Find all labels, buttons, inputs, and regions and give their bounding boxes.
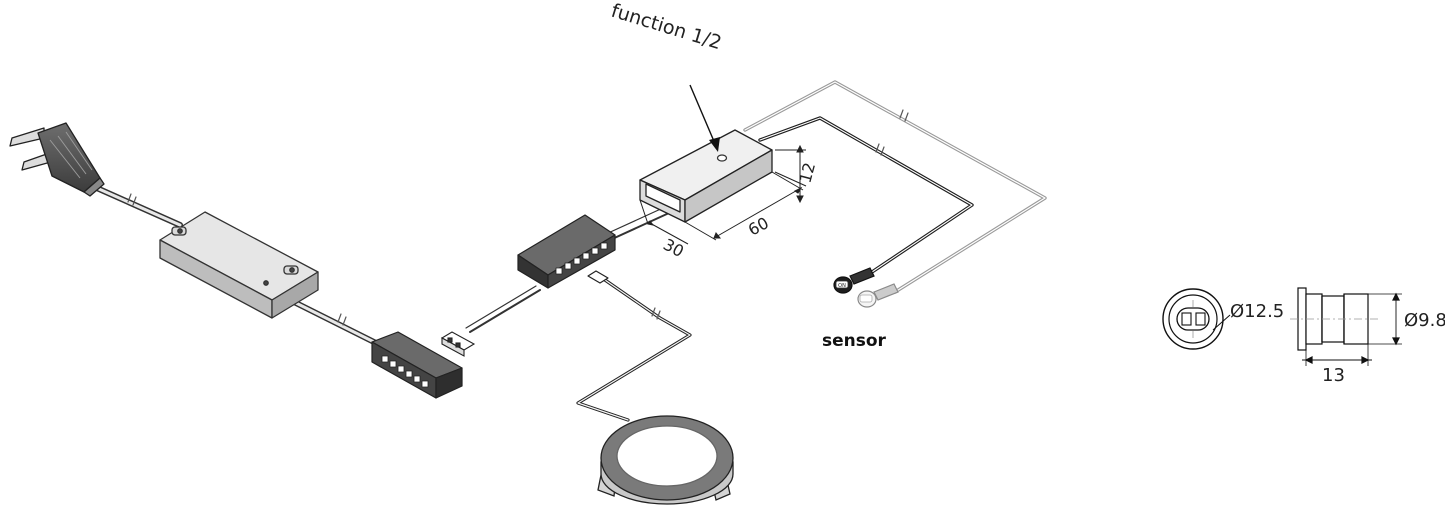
downlight-lens [616, 425, 718, 487]
power-plug [9, 122, 105, 197]
driver-side [271, 271, 319, 319]
sensor-black: ON [833, 267, 875, 294]
dia-inner-label: Ø9.8 [1404, 310, 1445, 331]
cable-sensor-grey [743, 80, 1047, 294]
sensor-side-view [1290, 287, 1402, 366]
switch-box [639, 129, 773, 223]
cable-connector [440, 331, 476, 357]
distributor-left [371, 331, 463, 399]
dia-outer-label: Ø12.5 [1230, 301, 1284, 322]
led-driver [159, 211, 319, 319]
sensor-front-view [1162, 288, 1231, 350]
sensor-label: sensor [822, 331, 887, 351]
dim-depth-label: 30 [660, 235, 687, 261]
cable-connector-distributor [469, 289, 541, 333]
cables [87, 80, 1047, 422]
dim-length-label: 60 [745, 213, 772, 239]
sensor-grey [857, 283, 899, 308]
plug-body [37, 122, 101, 193]
function-button [716, 154, 728, 162]
dim-height-label: 12 [796, 160, 820, 185]
body-length-label: 13 [1322, 365, 1345, 386]
function-pointer [689, 84, 720, 152]
dimension-lines [639, 144, 807, 245]
downlight [597, 415, 734, 505]
function-label: function 1/2 [609, 0, 725, 54]
cable-light [576, 278, 692, 422]
sensor-black-mark: ON [838, 283, 846, 289]
distributor-right [517, 214, 616, 289]
